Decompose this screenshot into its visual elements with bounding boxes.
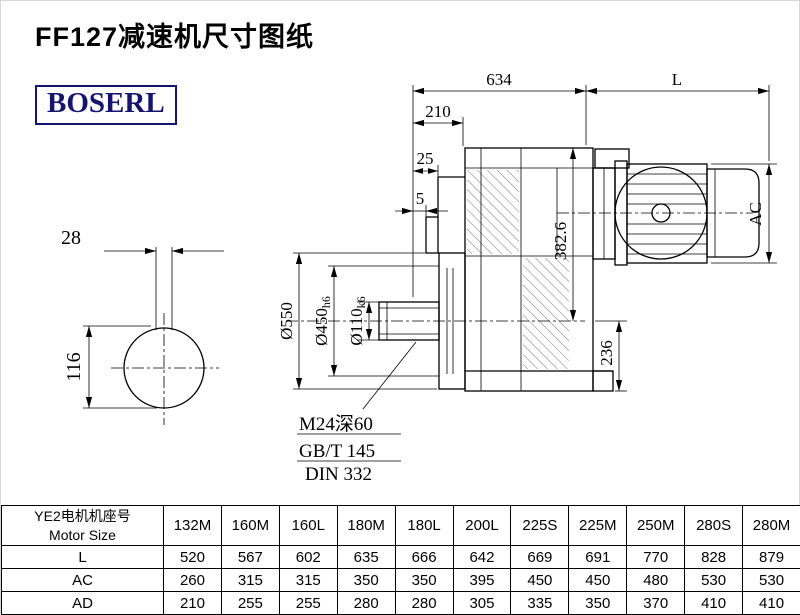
table-cell: 520 — [164, 546, 222, 569]
dim-5: 5 — [395, 189, 448, 217]
table-cell: 450 — [511, 569, 569, 592]
column-header: 200L — [453, 506, 511, 546]
dim-116-label: 116 — [63, 352, 85, 381]
table-cell: 567 — [221, 546, 279, 569]
column-header: 280S — [685, 506, 743, 546]
table-cell: 305 — [453, 592, 511, 615]
shaft-end-view — [111, 247, 219, 425]
terminal-box — [595, 149, 629, 168]
dim-28-label: 28 — [61, 227, 81, 249]
table-cell: 691 — [569, 546, 627, 569]
table-cell: 280 — [395, 592, 453, 615]
table-cell: 450 — [569, 569, 627, 592]
column-header: 280M — [743, 506, 800, 546]
dim-L-label: L — [672, 70, 682, 89]
table-cell: 530 — [685, 569, 743, 592]
note-gb-standard: GB/T 145 — [299, 441, 375, 462]
column-header: 160M — [221, 506, 279, 546]
table-cell: 350 — [337, 569, 395, 592]
dim-382-6-label: 382.6 — [551, 222, 570, 260]
table-cell: 210 — [164, 592, 222, 615]
dim-L: L — [586, 70, 769, 161]
column-header: 180L — [395, 506, 453, 546]
table-row-AD: AD 210 255 255 280 280 305 335 350 370 4… — [2, 592, 800, 615]
table-cell: 315 — [279, 569, 337, 592]
row-label: AC — [2, 569, 164, 592]
table-header-row: YE2电机机座号 Motor Size 132M 160M 160L 180M … — [2, 506, 800, 546]
motor-size-label-en: Motor Size — [2, 526, 163, 544]
table-cell: 335 — [511, 592, 569, 615]
note-thread: M24深60 — [299, 413, 373, 435]
table-row-AC: AC 260 315 315 350 350 395 450 450 480 5… — [2, 569, 800, 592]
dim-450h6-label: Ø450h6 — [312, 296, 333, 346]
table-cell: 280 — [337, 592, 395, 615]
motor-size-table: YE2电机机座号 Motor Size 132M 160M 160L 180M … — [1, 505, 800, 615]
column-header: 250M — [627, 506, 685, 546]
column-header: 132M — [164, 506, 222, 546]
note-din-standard: DIN 332 — [305, 464, 372, 485]
table-cell: 410 — [743, 592, 800, 615]
dim-210: 210 — [413, 102, 463, 146]
gearbox-main-view — [286, 148, 753, 391]
table-cell: 770 — [627, 546, 685, 569]
table-cell: 370 — [627, 592, 685, 615]
table-cell: 666 — [395, 546, 453, 569]
motor-body — [627, 164, 707, 263]
table-cell: 879 — [743, 546, 800, 569]
motor-size-header-cell: YE2电机机座号 Motor Size — [2, 506, 164, 546]
table-row-L: L 520 567 602 635 666 642 669 691 770 82… — [2, 546, 800, 569]
motor — [593, 149, 759, 265]
dim-210-label: 210 — [425, 102, 451, 121]
dim-236: 236 — [595, 321, 627, 391]
table-cell: 410 — [685, 592, 743, 615]
table-cell: 255 — [279, 592, 337, 615]
thread-note: M24深60 GB/T 145 DIN 332 — [297, 342, 416, 485]
technical-drawing: 28 116 — [1, 1, 800, 506]
dim-550-label: Ø550 — [277, 302, 296, 340]
table-cell: 828 — [685, 546, 743, 569]
dim-25-label: 25 — [417, 149, 434, 168]
column-header: 160L — [279, 506, 337, 546]
table-cell: 642 — [453, 546, 511, 569]
table-cell: 602 — [279, 546, 337, 569]
table-cell: 635 — [337, 546, 395, 569]
table-cell: 395 — [453, 569, 511, 592]
table-cell: 530 — [743, 569, 800, 592]
table-cell: 255 — [221, 592, 279, 615]
dim-AC-label: AC — [746, 202, 765, 226]
table-cell: 480 — [627, 569, 685, 592]
dim-28: 28 — [61, 227, 224, 254]
dim-AC: AC — [711, 164, 777, 263]
column-header: 225M — [569, 506, 627, 546]
table-cell: 260 — [164, 569, 222, 592]
column-header: 180M — [337, 506, 395, 546]
table-cell: 669 — [511, 546, 569, 569]
table-cell: 350 — [569, 592, 627, 615]
table-cell: 315 — [221, 569, 279, 592]
dim-110k6-label: Ø110k6 — [347, 296, 368, 345]
table-cell: 350 — [395, 569, 453, 592]
dim-236-label: 236 — [597, 340, 616, 366]
motor-size-label-cn: YE2电机机座号 — [2, 507, 163, 525]
dim-25: 25 — [413, 149, 438, 177]
row-label: L — [2, 546, 164, 569]
dim-634-label: 634 — [486, 70, 512, 89]
column-header: 225S — [511, 506, 569, 546]
row-label: AD — [2, 592, 164, 615]
dim-116: 116 — [63, 326, 157, 408]
dim-5-label: 5 — [416, 189, 425, 208]
